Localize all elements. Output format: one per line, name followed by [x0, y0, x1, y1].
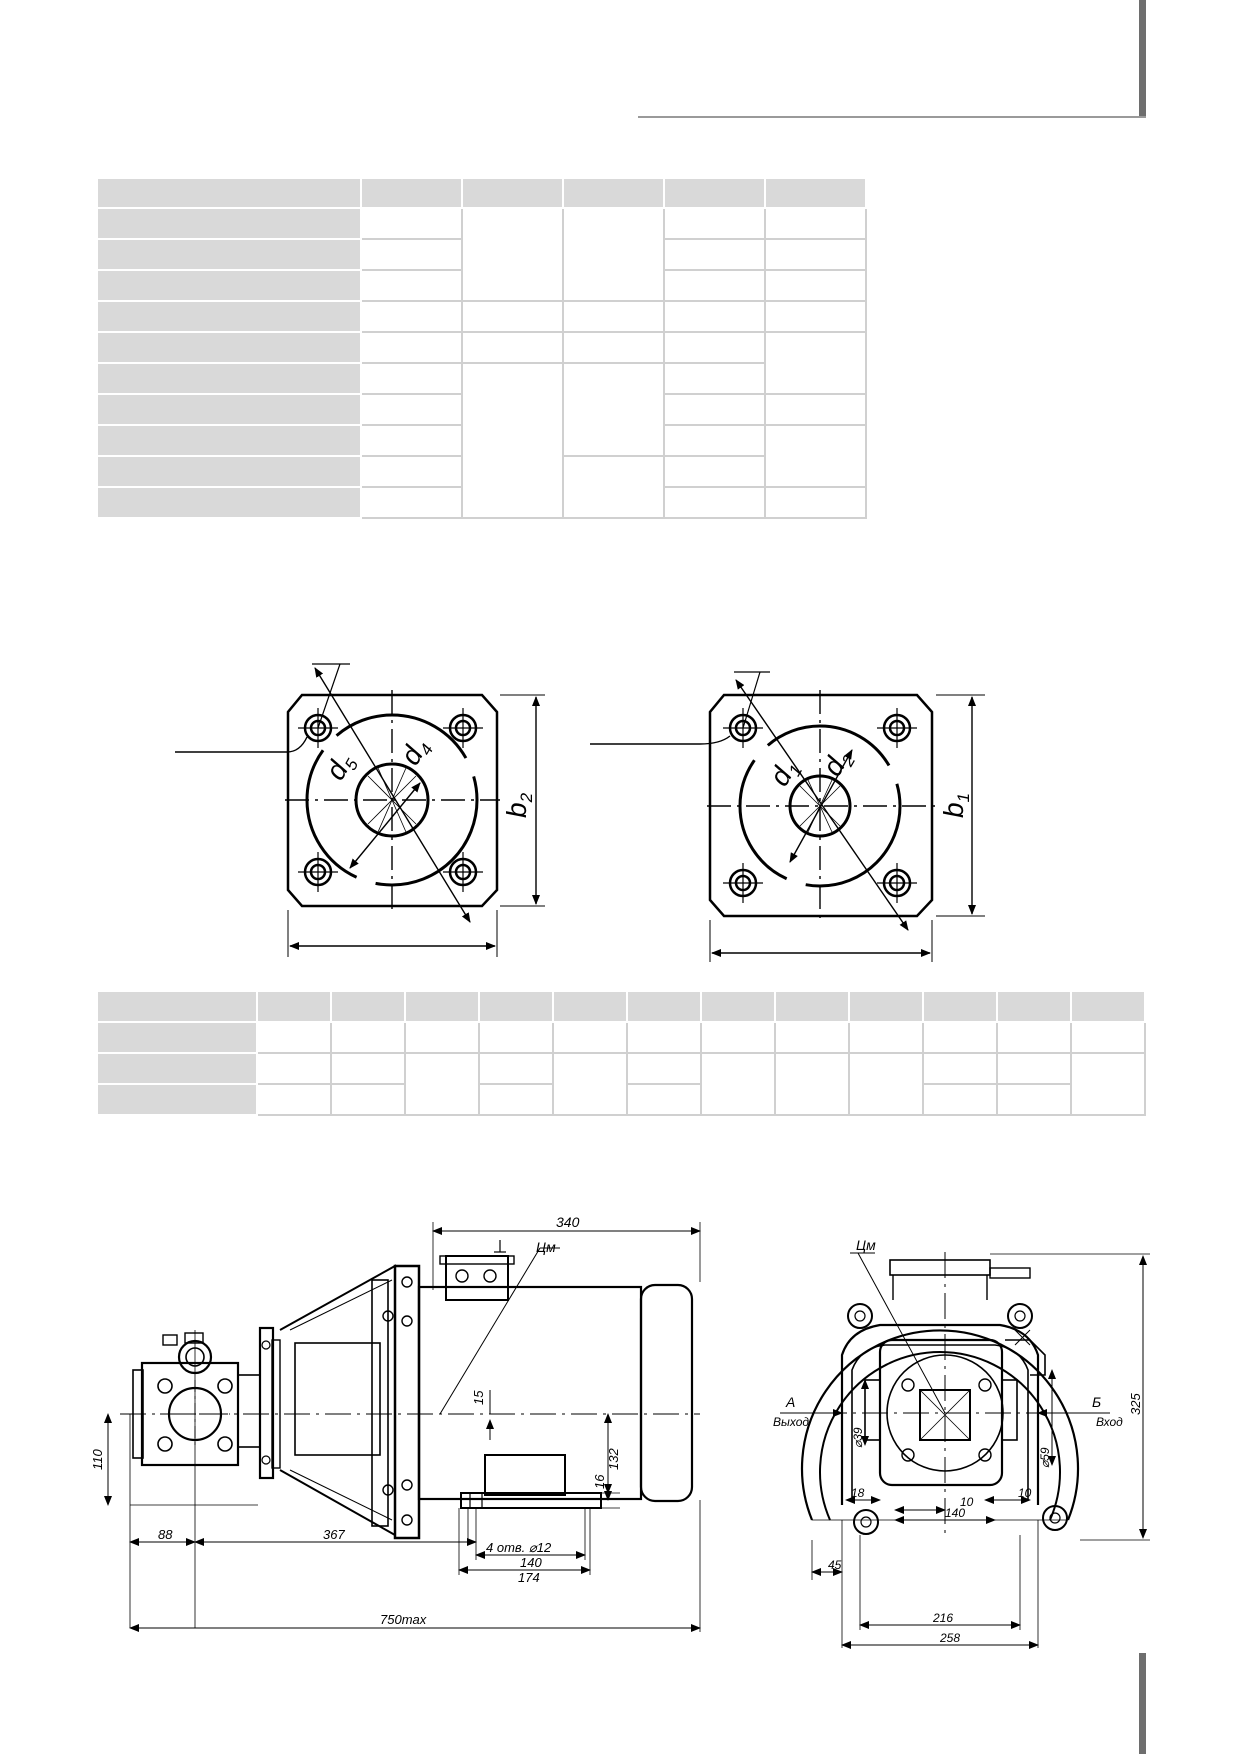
side-view — [104, 1222, 701, 1632]
table-row — [96, 486, 867, 519]
bolt-hole-icon — [296, 850, 340, 894]
dim-label-10: 10 — [960, 1495, 974, 1509]
motor-end-outline — [800, 1329, 1080, 1521]
table-row — [96, 238, 867, 271]
table-row — [96, 1083, 1145, 1116]
dim-label-258: 258 — [939, 1631, 960, 1645]
bolt-hole-icon — [875, 706, 919, 750]
table-row — [96, 393, 867, 426]
dim-label-16: 16 — [592, 1474, 607, 1489]
pump-face — [878, 1338, 1004, 1487]
bolt-hole-icon — [875, 861, 919, 905]
flange-outline — [286, 693, 499, 908]
port-b-name: Вход — [1096, 1415, 1123, 1429]
dim-label-367: 367 — [323, 1527, 345, 1542]
flange-outline — [708, 693, 934, 918]
bolt-hole-icon — [721, 861, 765, 905]
table-row — [96, 331, 867, 395]
specification-table-1 — [96, 177, 867, 519]
table-row — [96, 1052, 1146, 1116]
dim-label-340: 340 — [556, 1214, 580, 1230]
front-view — [780, 1252, 1150, 1649]
flange-view-left: d5 d4 b2 — [175, 663, 545, 957]
dim-label-d39: ⌀39 — [851, 1427, 865, 1448]
dim-label-15: 15 — [471, 1390, 486, 1405]
table-row — [96, 207, 867, 302]
dim-line-d4 — [349, 782, 421, 869]
table-row — [96, 1021, 1146, 1054]
dim-label-110: 110 — [90, 1449, 105, 1470]
table-row — [96, 300, 867, 333]
dim-label-b1: b1 — [938, 793, 973, 818]
bolt-hole-icon — [441, 706, 485, 750]
side-view-labels: 340 Цм 15 132 16 110 4 отв. ⌀12 140 174 … — [90, 1214, 621, 1627]
port-a-name: Выход — [773, 1415, 809, 1429]
dim-label-d1: d1 — [763, 754, 806, 793]
dim-label-45: 45 — [828, 1558, 842, 1572]
dim-label-325: 325 — [1128, 1393, 1143, 1415]
coupling-flange — [258, 1326, 275, 1480]
dim-label-18: 18 — [851, 1486, 865, 1500]
table-row — [96, 362, 866, 519]
port-b-label: Б — [1092, 1394, 1101, 1410]
label-center-mass: Цм — [536, 1239, 556, 1255]
dim-label-140: 140 — [520, 1555, 542, 1570]
dim-label-10: 10 — [1018, 1486, 1032, 1500]
dim-label-750: 750max — [380, 1612, 427, 1627]
dim-label-d5: d5 — [319, 747, 362, 787]
label-center-mass: Цм — [856, 1237, 876, 1253]
dim-label-140: 140 — [945, 1506, 965, 1520]
motor-flange — [393, 1264, 421, 1540]
bolt-hole-icon — [441, 850, 485, 894]
table-row — [96, 455, 866, 519]
table-row — [96, 424, 867, 488]
dim-label-b2: b2 — [501, 792, 536, 818]
dim-label-216: 216 — [932, 1611, 953, 1625]
footer-bar — [1139, 1653, 1146, 1754]
flange-view-right: d1 d2 b1 — [590, 671, 985, 962]
header-rule — [638, 116, 1146, 118]
table-header-row — [96, 990, 1146, 1023]
terminal-box — [445, 1255, 509, 1301]
dim-label-132: 132 — [606, 1448, 621, 1470]
dim-line-d2 — [789, 749, 853, 863]
motor-fan-cover — [639, 1283, 694, 1503]
front-view-labels: Цм А Выход Б Вход 325 ⌀39 ⌀59 18 10 10 1… — [773, 1237, 1143, 1645]
dim-label-174: 174 — [518, 1570, 540, 1585]
dim-label-holes: 4 отв. ⌀12 — [486, 1540, 552, 1555]
table-row — [96, 269, 867, 302]
port-a-label: А — [785, 1394, 795, 1410]
header-bar — [1139, 0, 1146, 118]
specification-table-2 — [96, 990, 1146, 1116]
dim-label-88: 88 — [158, 1527, 173, 1542]
dim-label-d59: ⌀59 — [1038, 1447, 1052, 1468]
table-header-row — [96, 177, 867, 209]
